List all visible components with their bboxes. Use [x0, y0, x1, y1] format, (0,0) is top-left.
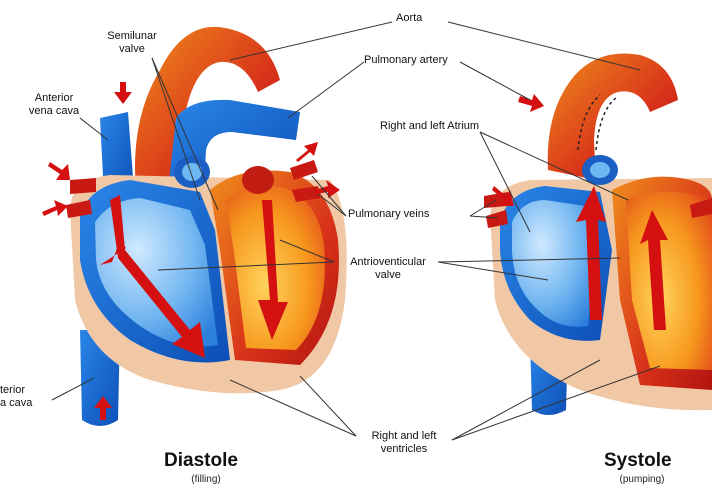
leader-lines: [51, 21, 661, 441]
entry-arrow: [518, 94, 544, 112]
label-pulmonary-artery: Pulmonary artery: [364, 54, 448, 66]
systole-subtitle: (pumping): [619, 474, 665, 485]
diastole-subtitle: (filling): [191, 474, 221, 485]
aorta: [135, 26, 280, 191]
entry-arrow: [42, 200, 68, 216]
diastole-title: Diastole: [164, 450, 238, 471]
left-atrium: [242, 166, 274, 194]
anterior-vena-cava: [100, 112, 134, 196]
flow-arrow: [110, 195, 205, 358]
systole-title: Systole: [604, 450, 672, 471]
label-semilunar-valve: Semilunar valve: [107, 30, 157, 55]
flow-arrow: [576, 186, 606, 320]
entry-arrow: [296, 142, 318, 162]
entry-arrow: [94, 396, 112, 420]
entry-arrow: [492, 186, 514, 206]
label-right-left-ventricles: Right and left ventricles: [371, 430, 437, 455]
label-posterior-vena-cava: terior a cava: [0, 384, 33, 409]
label-aorta: Aorta: [396, 12, 423, 24]
label-pulmonary-veins: Pulmonary veins: [348, 208, 430, 220]
entry-arrow: [48, 162, 70, 180]
entry-arrow: [114, 82, 132, 104]
label-anterior-vena-cava: Anterior vena cava: [28, 92, 80, 117]
flow-arrow: [258, 200, 288, 340]
label-atrioventricular-valve: Antrioventicular valve: [350, 256, 426, 281]
right-ventricle-inner: [95, 198, 218, 347]
flow-arrow: [640, 210, 668, 330]
label-right-left-atrium: Right and left Atrium: [380, 120, 480, 132]
diastole-heart: [42, 26, 347, 426]
aorta: [547, 53, 678, 180]
systole-heart: [484, 53, 712, 415]
entry-arrow: [314, 180, 340, 198]
